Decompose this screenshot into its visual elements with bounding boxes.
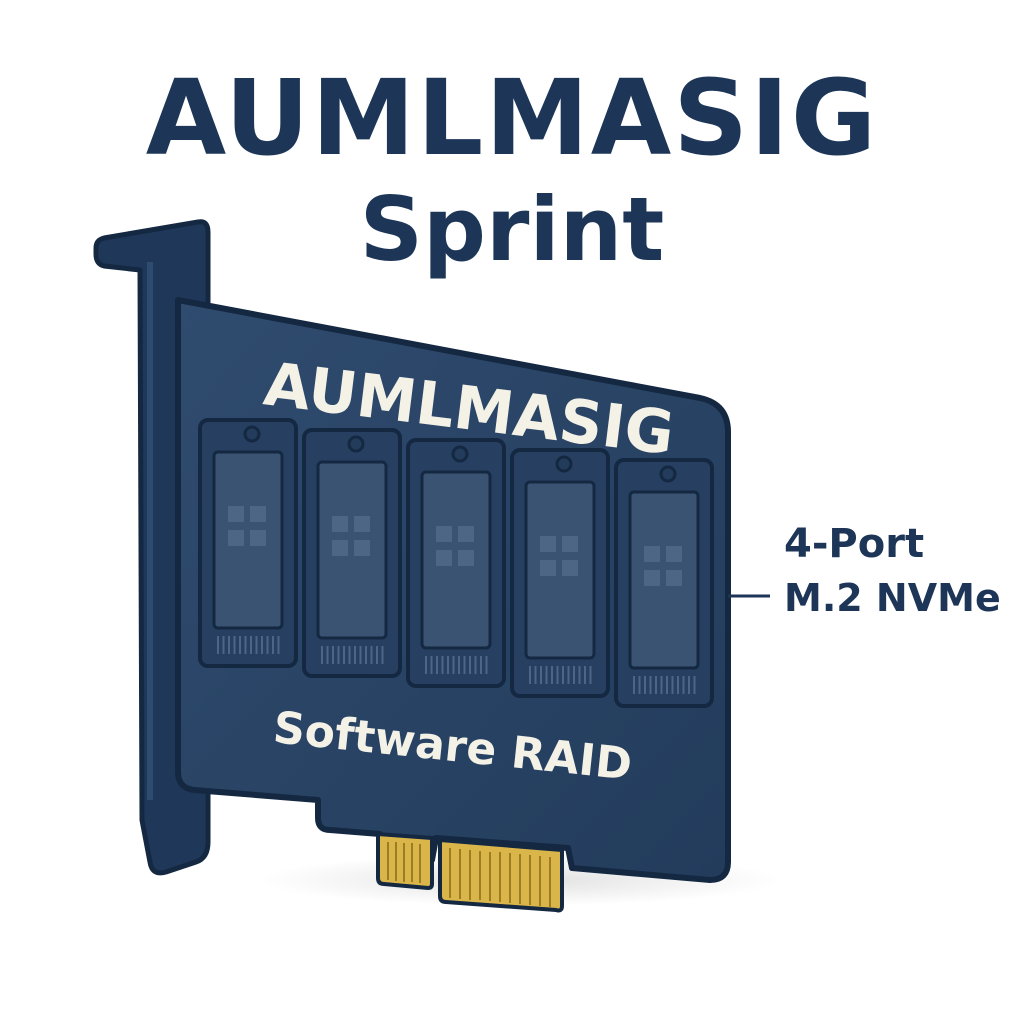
m2-chip bbox=[354, 516, 370, 532]
m2-slot-row bbox=[198, 418, 714, 708]
m2-slot bbox=[198, 418, 298, 668]
m2-ssd-module bbox=[628, 490, 700, 670]
m2-chip bbox=[354, 540, 370, 556]
m2-screw-notch bbox=[555, 455, 573, 473]
m2-chip bbox=[250, 530, 266, 546]
m2-chip bbox=[228, 506, 244, 522]
m2-chip bbox=[458, 526, 474, 542]
m2-chip bbox=[562, 536, 578, 552]
m2-screw-notch bbox=[243, 425, 261, 443]
pcie-connector bbox=[376, 831, 564, 913]
m2-ssd-module bbox=[316, 460, 388, 640]
m2-chip bbox=[540, 560, 556, 576]
m2-ssd-module bbox=[420, 470, 492, 650]
m2-chip bbox=[458, 550, 474, 566]
m2-chip bbox=[644, 546, 660, 562]
brand-title: AUMLMASIG bbox=[145, 57, 879, 179]
callout-interface: M.2 NVMe bbox=[784, 576, 1001, 620]
m2-chip bbox=[666, 546, 682, 562]
m2-slot bbox=[406, 438, 506, 688]
m2-chip bbox=[666, 570, 682, 586]
m2-screw-notch bbox=[451, 445, 469, 463]
m2-chip bbox=[436, 550, 452, 566]
m2-chip bbox=[644, 570, 660, 586]
m2-screw-notch bbox=[659, 465, 677, 483]
m2-slot bbox=[510, 448, 610, 698]
m2-screw-notch bbox=[347, 435, 365, 453]
m2-slot bbox=[302, 428, 402, 678]
m2-chip bbox=[332, 516, 348, 532]
m2-ssd-module bbox=[524, 480, 596, 660]
callout-port-count: 4-Port bbox=[784, 521, 925, 567]
m2-chip bbox=[332, 540, 348, 556]
m2-ssd-module bbox=[212, 450, 284, 630]
m2-chip bbox=[540, 536, 556, 552]
m2-slot bbox=[614, 458, 714, 708]
m2-chip bbox=[250, 506, 266, 522]
m2-chip bbox=[436, 526, 452, 542]
m2-chip bbox=[562, 560, 578, 576]
m2-chip bbox=[228, 530, 244, 546]
product-name: Sprint bbox=[359, 178, 665, 281]
